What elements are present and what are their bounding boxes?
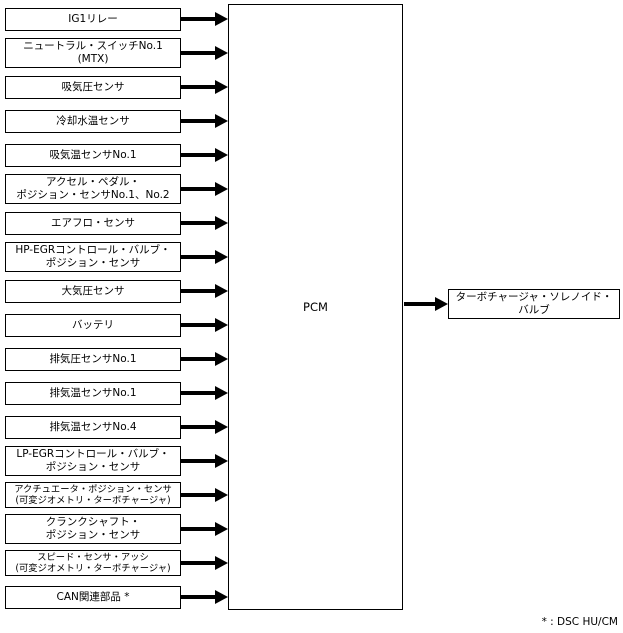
input-box-label: ニュートラル・スイッチNo.1 (MTX) <box>23 40 163 65</box>
input-row: 冷却水温センサ <box>5 104 228 138</box>
input-arrow-icon <box>181 454 228 468</box>
input-arrow-icon <box>181 250 228 264</box>
input-box-label: バッテリ <box>72 318 114 331</box>
input-row: バッテリ <box>5 308 228 342</box>
input-row: 吸気温センサNo.1 <box>5 138 228 172</box>
input-arrow-icon <box>181 522 228 536</box>
input-box-label: 排気圧センサNo.1 <box>49 352 137 365</box>
input-row: アクセル・ペダル・ ポジション・センサNo.1、No.2 <box>5 172 228 206</box>
input-row: クランクシャフト・ ポジション・センサ <box>5 512 228 546</box>
input-box-speed-sensor-assy: スピード・センサ・アッシ (可変ジオメトリ・ターボチャージャ) <box>5 549 181 577</box>
input-box-label: 大気圧センサ <box>61 284 125 297</box>
input-box-can-related-parts: CAN関連部品 * <box>5 585 181 609</box>
input-box-label: 吸気温センサNo.1 <box>49 148 137 161</box>
input-row: CAN関連部品 * <box>5 580 228 614</box>
pcm-box: PCM <box>228 4 403 610</box>
input-row: 吸気圧センサ <box>5 70 228 104</box>
input-arrow-icon <box>181 386 228 400</box>
input-box-baro-pressure-sensor: 大気圧センサ <box>5 279 181 303</box>
input-row: LP-EGRコントロール・バルブ・ ポジション・センサ <box>5 444 228 478</box>
input-arrow-icon <box>181 318 228 332</box>
input-row: エアフロ・センサ <box>5 206 228 240</box>
input-box-label: 排気温センサNo.4 <box>49 420 137 433</box>
input-box-actuator-position-sensor: アクチュエータ・ポジション・センサ (可変ジオメトリ・ターボチャージャ) <box>5 481 181 509</box>
footnote: * : DSC HU/CM <box>541 616 618 628</box>
input-box-airflow-sensor: エアフロ・センサ <box>5 211 181 235</box>
input-box-label: 排気温センサNo.1 <box>49 386 137 399</box>
input-box-label: エアフロ・センサ <box>51 216 135 229</box>
input-arrow-icon <box>181 556 228 570</box>
input-row: 排気温センサNo.1 <box>5 376 228 410</box>
input-box-crankshaft-position-sensor: クランクシャフト・ ポジション・センサ <box>5 514 181 544</box>
input-box-hp-egr-valve-position-sensor: HP-EGRコントロール・バルブ・ ポジション・センサ <box>5 242 181 272</box>
input-box-accel-pedal-position-sensor: アクセル・ペダル・ ポジション・センサNo.1、No.2 <box>5 174 181 204</box>
input-arrow-icon <box>181 114 228 128</box>
output-box-label: ターボチャージャ・ソレノイド・ バルブ <box>455 291 613 316</box>
input-arrow-icon <box>181 284 228 298</box>
input-box-ig1-relay: IG1リレー <box>5 7 181 31</box>
input-arrow-icon <box>181 216 228 230</box>
input-row: HP-EGRコントロール・バルブ・ ポジション・センサ <box>5 240 228 274</box>
input-arrow-icon <box>181 488 228 502</box>
input-row: 排気温センサNo.4 <box>5 410 228 444</box>
input-arrow-icon <box>181 80 228 94</box>
input-row: アクチュエータ・ポジション・センサ (可変ジオメトリ・ターボチャージャ) <box>5 478 228 512</box>
output-arrow-icon <box>404 297 448 311</box>
input-box-neutral-switch: ニュートラル・スイッチNo.1 (MTX) <box>5 38 181 68</box>
input-box-label: IG1リレー <box>68 12 118 25</box>
input-box-intake-air-temp-sensor: 吸気温センサNo.1 <box>5 143 181 167</box>
input-arrow-icon <box>181 352 228 366</box>
input-box-label: アクセル・ペダル・ ポジション・センサNo.1、No.2 <box>16 176 170 201</box>
input-arrow-icon <box>181 12 228 26</box>
input-box-coolant-temp-sensor: 冷却水温センサ <box>5 109 181 133</box>
input-box-label: LP-EGRコントロール・バルブ・ ポジション・センサ <box>16 448 170 473</box>
input-box-label: 吸気圧センサ <box>61 80 125 93</box>
input-row: 排気圧センサNo.1 <box>5 342 228 376</box>
input-box-label: アクチュエータ・ポジション・センサ (可変ジオメトリ・ターボチャージャ) <box>14 483 172 506</box>
input-box-label: クランクシャフト・ ポジション・センサ <box>45 516 141 541</box>
input-arrow-icon <box>181 46 228 60</box>
input-box-exhaust-temp-sensor-no1: 排気温センサNo.1 <box>5 381 181 405</box>
input-box-label: 冷却水温センサ <box>56 114 130 127</box>
input-row: スピード・センサ・アッシ (可変ジオメトリ・ターボチャージャ) <box>5 546 228 580</box>
input-box-label: CAN関連部品 * <box>56 590 130 603</box>
input-box-exhaust-pressure-sensor: 排気圧センサNo.1 <box>5 347 181 371</box>
input-box-label: HP-EGRコントロール・バルブ・ ポジション・センサ <box>15 244 171 269</box>
input-arrow-icon <box>181 182 228 196</box>
input-box-label: スピード・センサ・アッシ (可変ジオメトリ・ターボチャージャ) <box>15 551 171 574</box>
input-row: ニュートラル・スイッチNo.1 (MTX) <box>5 36 228 70</box>
input-box-exhaust-temp-sensor-no4: 排気温センサNo.4 <box>5 415 181 439</box>
input-box-lp-egr-valve-position-sensor: LP-EGRコントロール・バルブ・ ポジション・センサ <box>5 446 181 476</box>
pcm-label: PCM <box>303 300 328 314</box>
input-arrow-icon <box>181 590 228 604</box>
input-column: IG1リレー ニュートラル・スイッチNo.1 (MTX) 吸気圧センサ 冷却水温… <box>5 2 228 614</box>
input-arrow-icon <box>181 148 228 162</box>
output-box-turbo-solenoid-valve: ターボチャージャ・ソレノイド・ バルブ <box>448 289 620 319</box>
input-box-intake-pressure-sensor: 吸気圧センサ <box>5 75 181 99</box>
input-row: IG1リレー <box>5 2 228 36</box>
input-arrow-icon <box>181 420 228 434</box>
input-box-battery: バッテリ <box>5 313 181 337</box>
input-row: 大気圧センサ <box>5 274 228 308</box>
